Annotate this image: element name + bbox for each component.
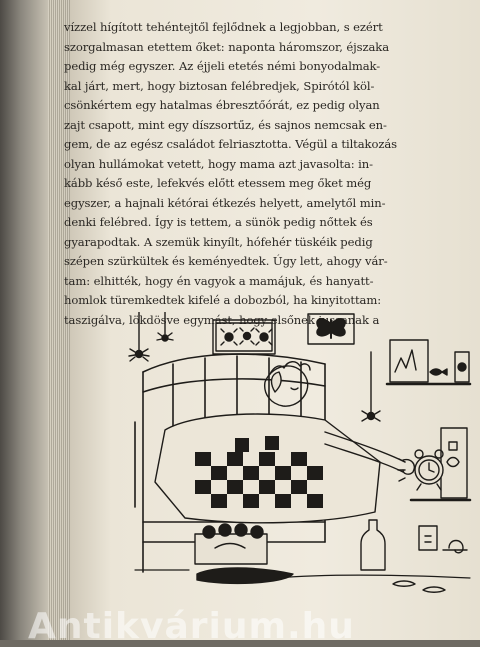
shoe-icon: [196, 567, 294, 585]
text-line: zajt csapott, mint egy díszsortűz, és sa…: [64, 117, 387, 132]
book-page-stack: [48, 0, 72, 640]
quilt-icon: [154, 413, 415, 524]
alarm-clock-icon: [397, 449, 444, 491]
text-line: szorgalmasan etettem őket: naponta három…: [64, 39, 390, 54]
text-line: kább késő este, lefekvés előtt etessem m…: [64, 176, 372, 190]
bugs-picture-icon: [212, 319, 276, 355]
shelf-icon: [385, 339, 472, 386]
box-icon: [194, 523, 268, 565]
body-text: vízzel hígított tehéntejtől fejlődnek a …: [64, 18, 464, 330]
bottle-icon: [360, 519, 386, 571]
watermark-text: Antikvárium.hu: [28, 606, 355, 647]
text-line: pedig még egyszer. Az éjjeli etetés némi…: [64, 59, 381, 73]
text-line: olyan hullámokat vetett, hogy mama azt j…: [64, 156, 373, 171]
illustration: [128, 312, 472, 593]
floor-icon: [134, 569, 471, 579]
text-line: vízzel hígított tehéntejtől fejlődnek a …: [64, 20, 383, 34]
text-line: gem, de az egész családot felriasztotta.…: [64, 137, 398, 151]
text-line: homlok türemkedtek kifelé a dobozból, ha…: [64, 293, 382, 307]
text-line: csönkértem egy hatalmas ébresztőórát, ez…: [64, 98, 380, 112]
text-line: denki felébred. Így is tettem, a sünök p…: [64, 215, 373, 229]
snail-icon: [442, 539, 468, 554]
text-line: kal járt, mert, hogy biztosan felébredje…: [64, 78, 375, 93]
text-line: szépen szürkültek és keményedtek. Úgy le…: [64, 254, 388, 268]
text-line: tam: elhitték, hogy én vagyok a mamájuk,…: [64, 273, 374, 288]
text-line: gyarapodtak. A szemük kinyílt, hófehér t…: [64, 234, 373, 249]
jar-icon: [418, 525, 438, 551]
spider-icon: [128, 312, 150, 362]
text-line: egyszer, a hajnali kétórai étkezés helye…: [64, 195, 386, 210]
butterfly-icon: [307, 313, 355, 345]
slippers-icon: [392, 580, 446, 593]
spider-icon: [156, 312, 174, 342]
spider-icon: [361, 351, 381, 422]
boy-icon: [264, 361, 311, 407]
